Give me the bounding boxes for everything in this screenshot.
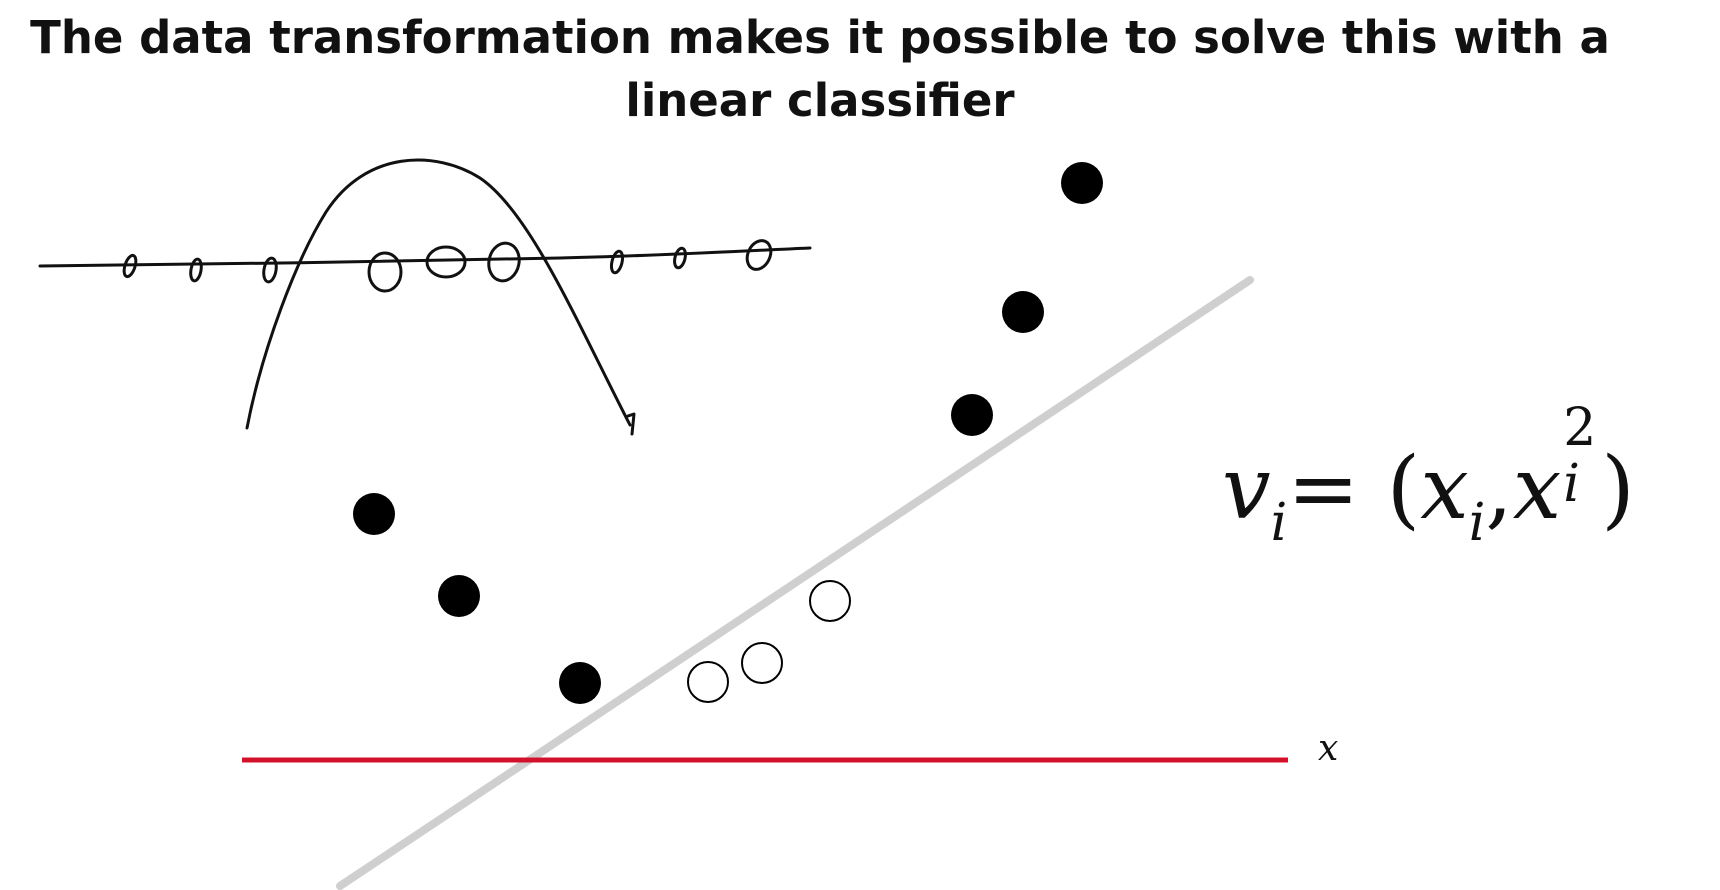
hollow-point [687, 661, 729, 703]
sketch-point-hollow [487, 241, 521, 283]
decision-boundary-line [336, 276, 1254, 890]
formula-superscript: 2 [1563, 398, 1597, 458]
filled-point [353, 493, 395, 535]
x-axis-label: x [1318, 728, 1339, 769]
sketch-parabola-tick [626, 412, 636, 436]
formula-equals-open: = ( [1287, 439, 1421, 539]
sketch-point-hollow [367, 251, 403, 293]
hand-drawn-sketch [38, 158, 812, 436]
formula-v-subscript: i [1270, 493, 1288, 553]
formula-x-squared-subscript: i [1563, 454, 1580, 514]
sketch-point-hollow [425, 245, 467, 279]
slide-title: The data transformation makes it possibl… [30, 11, 1610, 127]
formula-v: v [1222, 439, 1271, 539]
filled-point [559, 662, 601, 704]
hollow-point [809, 580, 851, 622]
filled-points [353, 162, 1103, 704]
sketch-point-filled [262, 256, 278, 284]
sketch-parabola [245, 158, 632, 430]
filled-point [438, 575, 480, 617]
hollow-points [687, 580, 851, 703]
sketch-point-filled [609, 249, 625, 275]
hollow-point [741, 642, 783, 684]
sketch-point-filled [189, 257, 203, 283]
formula-x-squared: x [1512, 439, 1562, 539]
sketch-point-filled [673, 246, 687, 270]
filled-point [1061, 162, 1103, 204]
formula-x-subscript: i [1468, 493, 1486, 553]
sketch-point-filled [122, 253, 138, 279]
sketch-point-filled [745, 239, 773, 271]
formula-x: x [1420, 439, 1469, 539]
formula-close-paren: ) [1601, 439, 1635, 539]
filled-point [951, 394, 993, 436]
sketch-number-line [38, 246, 812, 268]
formula-comma: , [1485, 439, 1513, 539]
filled-point [1002, 291, 1044, 333]
